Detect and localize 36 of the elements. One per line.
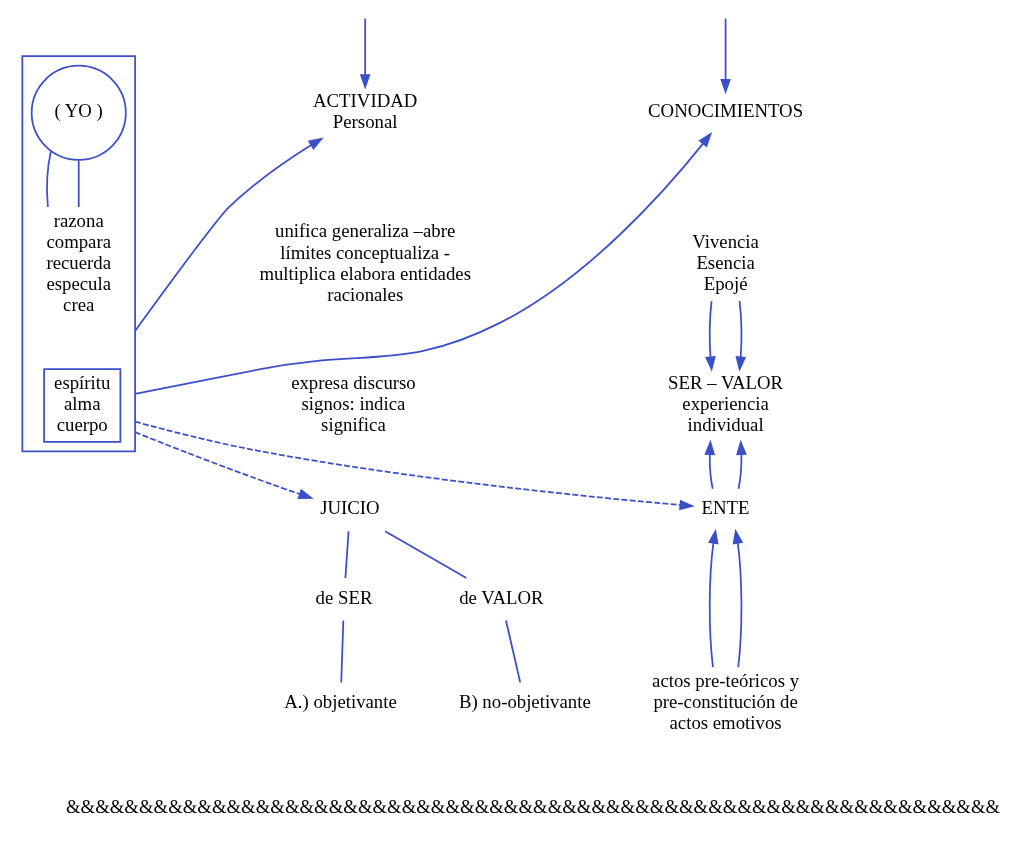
node-text: de SER xyxy=(315,586,373,608)
cluster xyxy=(21,55,136,453)
node-text: A.) objetivante xyxy=(284,691,397,713)
arrow xyxy=(735,300,747,372)
node-text: actos pre-teóricos y pre-constitución de actos emotivos xyxy=(652,670,800,734)
arrow xyxy=(708,528,719,669)
node-text: CONOCIMIENTOS xyxy=(648,100,804,122)
arrow xyxy=(732,528,744,669)
node-text: SER – VALOR experiencia individual xyxy=(668,371,784,436)
node-text: Vivencia Esencia Epojé xyxy=(692,230,759,295)
arrow xyxy=(704,439,716,490)
node-text: razona compara recuerda especula crea xyxy=(46,209,112,316)
connector xyxy=(384,530,468,579)
arrow xyxy=(134,431,314,499)
label: &&&&&&&&&&&&&&&&&&&&&&&&&&&&&&&&&&&&&&&&&&&&&&&&&&&&&&&&&&&&&&&& xyxy=(65,795,1001,817)
arrow xyxy=(134,420,695,511)
label: expresa discurso signos: indica significa xyxy=(291,371,416,436)
node-text: ENTE xyxy=(701,497,750,519)
node-text: de VALOR xyxy=(459,586,544,608)
connector xyxy=(505,619,522,684)
connector xyxy=(77,159,80,208)
connector xyxy=(46,150,52,208)
arrow xyxy=(705,300,716,372)
connector xyxy=(340,619,345,684)
node-text: B) no-objetivante xyxy=(458,691,591,713)
arrow xyxy=(134,132,713,395)
connector xyxy=(344,530,350,579)
arrow xyxy=(359,17,371,90)
arrow xyxy=(736,439,747,490)
arrow xyxy=(134,137,324,332)
arrow xyxy=(720,17,731,95)
label: unifica generaliza –abre límites conceptualiza - multiplica elabora entidades racionales xyxy=(259,220,471,305)
node-box: espíritu alma cuerpo xyxy=(43,368,122,443)
node-text: JUICIO xyxy=(320,497,380,519)
node-text: ACTIVIDAD Personal xyxy=(313,89,418,132)
node-circle: ( YO ) xyxy=(30,64,127,161)
